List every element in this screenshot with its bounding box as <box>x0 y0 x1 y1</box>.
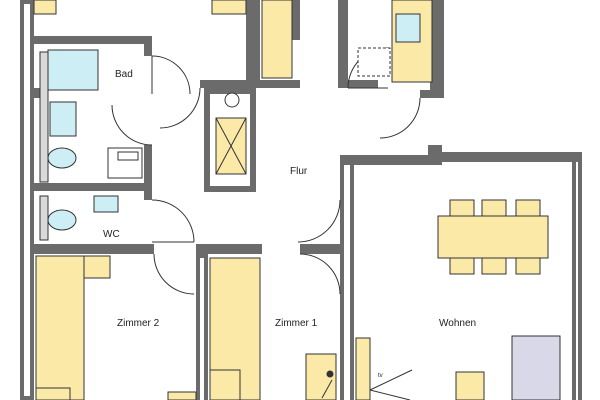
room-label-flur: Flur <box>290 166 308 177</box>
dining-set <box>437 199 549 275</box>
furniture <box>33 0 561 400</box>
room-label-bad: Bad <box>115 69 133 80</box>
room-label-zimmer2: Zimmer 2 <box>117 318 160 329</box>
room-label-wohnen: Wohnen <box>439 318 477 329</box>
bathroom-fixtures <box>39 49 143 241</box>
door-swings <box>111 47 421 295</box>
tv-lines <box>321 369 413 400</box>
room-label-zimmer1: Zimmer 1 <box>275 318 318 329</box>
shaft-symbol <box>215 92 247 175</box>
tv-label: tv <box>378 373 383 379</box>
room-label-wc: WC <box>103 229 120 240</box>
